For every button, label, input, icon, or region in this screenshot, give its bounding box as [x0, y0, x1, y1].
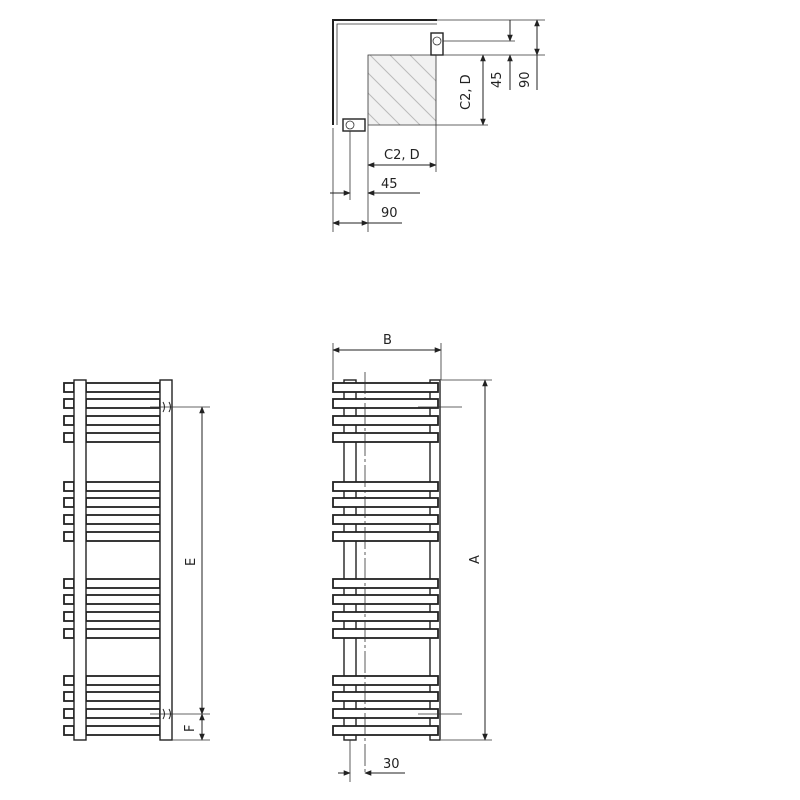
side-bar: [85, 691, 161, 702]
front-bar: [332, 628, 439, 639]
side-bar: [85, 708, 161, 719]
front-bar: [332, 398, 439, 409]
side-bar-end: [63, 725, 75, 736]
front-bar: [332, 531, 439, 542]
side-bar: [85, 382, 161, 393]
front-bar: [332, 594, 439, 605]
top-view: C2, D 45 90 C2, D 45 90: [330, 19, 545, 232]
radiator-body-inner: [336, 23, 437, 125]
dim-30-label: 30: [383, 757, 400, 772]
side-bar-end: [63, 594, 75, 605]
side-bar: [85, 415, 161, 426]
dim-c2d-vertical-label: C2, D: [459, 74, 474, 110]
front-view: B A 30: [332, 333, 492, 782]
front-bar: [332, 691, 439, 702]
front-bar: [332, 708, 439, 719]
side-bar: [85, 628, 161, 639]
valve-right-pipe-icon: [432, 36, 442, 46]
side-bar-end: [63, 415, 75, 426]
dim-90-horizontal-label: 90: [381, 206, 398, 221]
side-bar-end: [63, 497, 75, 508]
side-bar: [85, 432, 161, 443]
side-bar: [85, 481, 161, 492]
side-bar: [85, 531, 161, 542]
side-bar-end: [63, 691, 75, 702]
side-bar-end: [63, 514, 75, 525]
valve-left-pipe-icon: [345, 120, 355, 130]
front-post-right: [429, 379, 441, 741]
front-bar: [332, 481, 439, 492]
side-connection-top-icon: [162, 401, 171, 413]
dim-e-label: E: [184, 558, 199, 566]
side-bar: [85, 725, 161, 736]
front-bar: [332, 514, 439, 525]
side-bar-end: [63, 432, 75, 443]
front-bar: [332, 497, 439, 508]
side-bar-end: [63, 398, 75, 409]
front-bar: [332, 432, 439, 443]
dim-a-label: A: [468, 555, 483, 564]
side-bar: [85, 594, 161, 605]
front-bar: [332, 611, 439, 622]
side-bar-end: [63, 481, 75, 492]
valve-right: [430, 32, 444, 56]
wall-outline: [367, 54, 436, 125]
side-post-right: [159, 379, 173, 741]
front-bar: [332, 415, 439, 426]
side-bar-end: [63, 531, 75, 542]
side-post-left: [73, 379, 87, 741]
front-bar: [332, 578, 439, 589]
dim-45-vertical-label: 45: [490, 71, 505, 88]
dim-b-label: B: [383, 333, 392, 348]
side-bar: [85, 398, 161, 409]
side-bar: [85, 497, 161, 508]
side-connection-bottom-icon: [162, 708, 171, 720]
front-bar: [332, 382, 439, 393]
side-bar-end: [63, 382, 75, 393]
side-bar-end: [63, 675, 75, 686]
side-bar: [85, 578, 161, 589]
side-bar: [85, 611, 161, 622]
radiator-body-outer: [332, 19, 437, 125]
dim-45-horizontal-label: 45: [381, 177, 398, 192]
dim-f-label: F: [183, 725, 198, 732]
front-bar: [332, 725, 439, 736]
side-bar: [85, 675, 161, 686]
side-bar: [85, 514, 161, 525]
side-bar-end: [63, 708, 75, 719]
side-bar-end: [63, 611, 75, 622]
front-bar: [332, 675, 439, 686]
dim-90-vertical-label: 90: [518, 71, 533, 88]
wall-corner-area: [368, 55, 436, 125]
dim-c2d-horizontal-label: C2, D: [384, 148, 420, 163]
side-bar-end: [63, 578, 75, 589]
side-bar-end: [63, 628, 75, 639]
side-view: E F: [63, 379, 210, 741]
front-view-bars: [332, 382, 439, 736]
